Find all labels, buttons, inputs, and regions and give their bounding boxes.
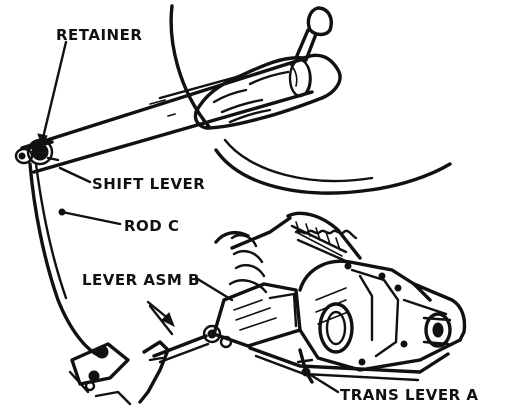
hand-on-lever [193, 53, 342, 130]
rod-c [28, 162, 102, 358]
label-retainer: RETAINER [56, 26, 142, 44]
labels: RETAINER SHIFT LEVER ROD C LEVER ASM B T… [56, 26, 479, 404]
label-lever-asm-b: LEVER ASM B [82, 271, 200, 289]
lever-asm-b [148, 304, 210, 364]
transmission [202, 211, 467, 384]
shift-lever [294, 6, 333, 62]
steering-wheel [169, 4, 452, 195]
label-rod-c: ROD C [124, 217, 179, 235]
lower-bracket [68, 340, 170, 406]
steering-column [20, 58, 314, 174]
label-trans-lever-a: TRANS LEVER A [340, 386, 479, 404]
leader-lines [37, 40, 340, 394]
label-shift-lever: SHIFT LEVER [92, 175, 205, 193]
